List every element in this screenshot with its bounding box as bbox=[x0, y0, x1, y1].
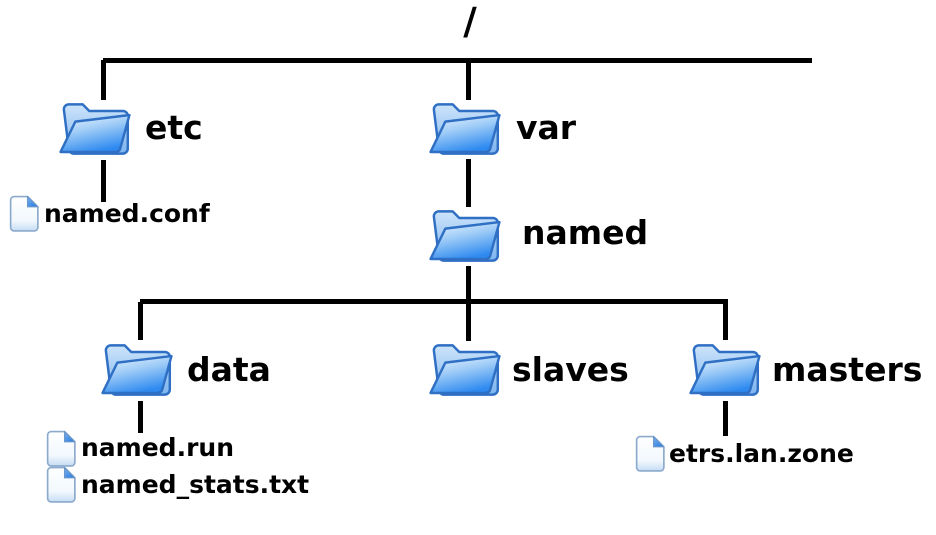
folder-icon bbox=[96, 337, 178, 403]
connector-top-rail bbox=[103, 58, 812, 63]
file-icon bbox=[8, 195, 41, 232]
connector-data-to-files bbox=[138, 401, 143, 433]
connector-var-to-named bbox=[466, 159, 471, 207]
connector-mid-rail bbox=[140, 299, 728, 304]
connector-rail-to-etc bbox=[101, 60, 106, 100]
folder-icon bbox=[424, 203, 506, 269]
folder-icon bbox=[684, 337, 766, 403]
connector-rail-to-masters bbox=[723, 302, 728, 340]
folder-label-etc: etc bbox=[145, 108, 203, 147]
file-label-named-conf: named.conf bbox=[44, 199, 210, 228]
file-label-named-stats: named_stats.txt bbox=[81, 470, 310, 499]
file-label-named-run: named.run bbox=[81, 433, 234, 462]
root-node-label: / bbox=[463, 0, 477, 43]
connector-masters-to-file bbox=[723, 401, 728, 436]
folder-label-data: data bbox=[187, 350, 271, 389]
connector-rail-to-data bbox=[138, 302, 143, 340]
folder-icon bbox=[424, 337, 506, 403]
folder-label-slaves: slaves bbox=[512, 350, 629, 389]
folder-label-masters: masters bbox=[772, 350, 923, 389]
file-icon bbox=[45, 430, 78, 467]
file-label-etrs: etrs.lan.zone bbox=[669, 439, 854, 468]
file-icon bbox=[634, 435, 667, 472]
folder-label-var: var bbox=[516, 108, 577, 147]
connector-etc-to-namedconf bbox=[101, 160, 106, 202]
folder-icon bbox=[424, 96, 506, 162]
connector-rail-to-var bbox=[466, 60, 471, 100]
folder-label-named: named bbox=[522, 213, 649, 252]
folder-icon bbox=[54, 96, 136, 162]
file-icon bbox=[45, 466, 78, 503]
